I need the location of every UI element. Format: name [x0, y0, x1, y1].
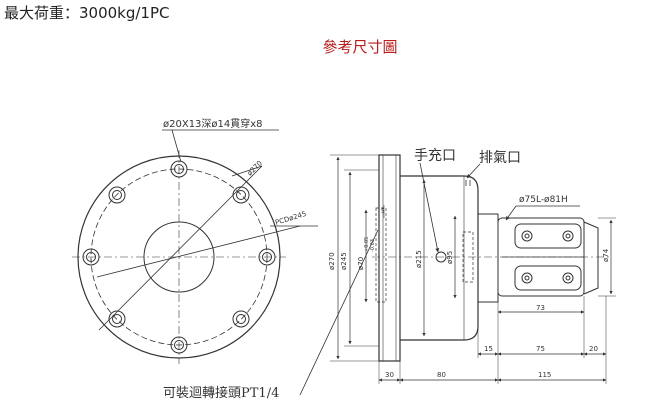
hole-spec-note: ø20X13深ø14貫穿x8 [163, 117, 263, 130]
bolt-hole [108, 310, 126, 328]
manual-fill-port-label: 手充口 [414, 148, 456, 164]
rod-diameter-label: ø75L-ø81H [519, 195, 568, 205]
reference-dimension-title: 參考尺寸圖 [322, 38, 398, 56]
flange-plate [378, 154, 401, 362]
dim-small-5: 5 [381, 208, 385, 215]
dim-245: ø245 [340, 252, 348, 270]
bolt-hole [258, 248, 276, 266]
dim-270: ø270 [328, 252, 336, 270]
bolt-hole [232, 186, 250, 204]
dim-115: 115 [538, 371, 551, 379]
bolt-hole [82, 248, 100, 266]
cylinder-body [400, 175, 479, 341]
bolt-hole [108, 186, 126, 204]
dim-70-tol-lower: -0.03 [370, 239, 376, 252]
dim-73: 73 [536, 304, 545, 312]
dim-70: ø70 [357, 257, 365, 270]
front-view [72, 129, 318, 364]
dim-70-tol-upper: +0.05 [364, 237, 370, 252]
dim-95: ø95 [446, 251, 454, 264]
bolt-hole [232, 310, 250, 328]
dim-20: 20 [589, 345, 598, 353]
dim-80: 80 [437, 371, 446, 379]
inner-bolt-circle-label: ø270 [246, 159, 264, 177]
side-view [299, 154, 616, 396]
max-load-spec: 最大荷重：3000kg/1PC [4, 4, 170, 22]
bolt-hole [170, 336, 188, 354]
exhaust-port-label: 排氣口 [479, 150, 521, 166]
dim-30: 30 [385, 371, 394, 379]
dim-215: ø215 [415, 250, 423, 268]
bolt-hole [170, 160, 188, 178]
pcd-label: PCDø245 [274, 210, 307, 227]
rotary-joint-note: 可裝迴轉接頭PT1/4 [163, 385, 279, 401]
dim-74: ø74 [602, 248, 610, 262]
dim-15: 15 [484, 345, 493, 353]
cylinder-neck [477, 213, 499, 303]
dim-75: 75 [536, 345, 545, 353]
